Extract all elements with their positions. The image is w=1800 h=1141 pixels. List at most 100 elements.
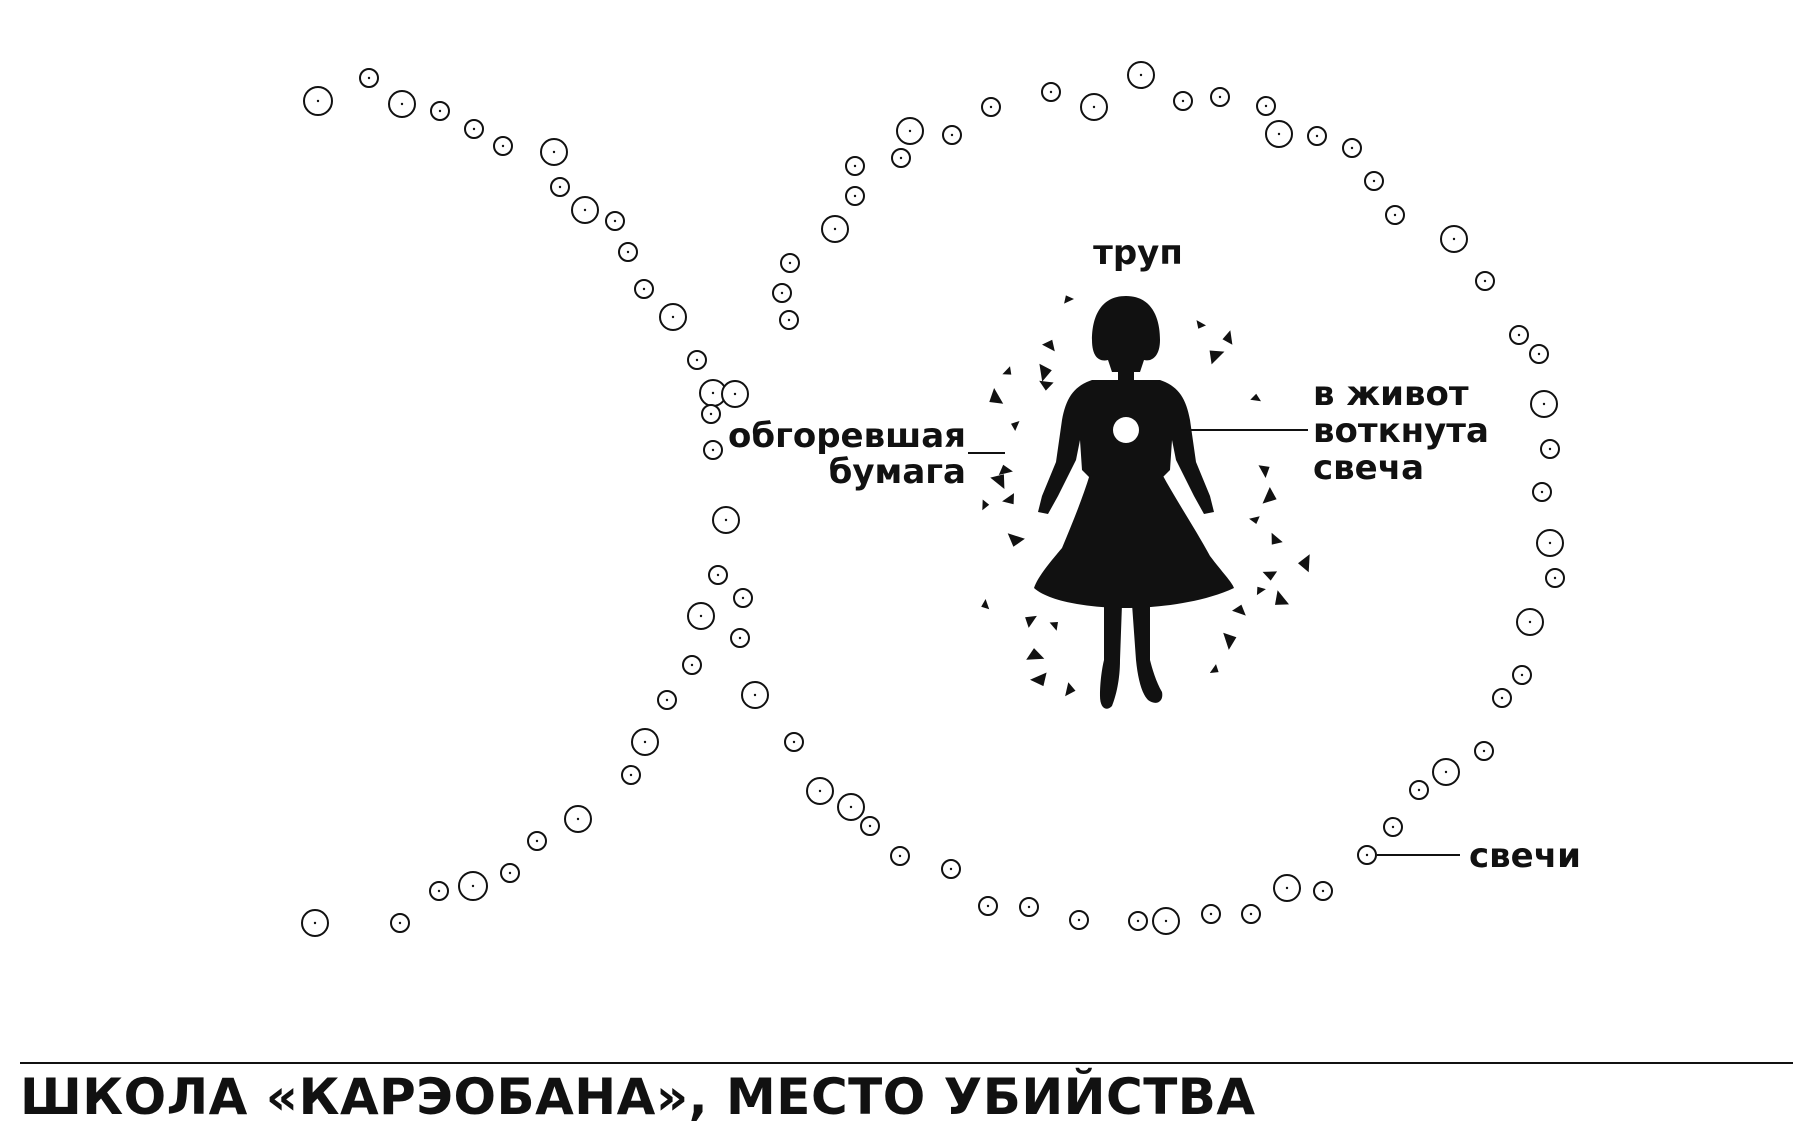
candle-wick-icon (868, 824, 872, 828)
belly-candle-icon (1113, 417, 1139, 443)
candle-wick-icon (1540, 490, 1544, 494)
candle-label-line3: свеча (1313, 448, 1424, 488)
candle-wick-icon (1218, 95, 1222, 99)
candle-wick-icon (1483, 279, 1487, 283)
candle-wick-icon (908, 129, 912, 133)
candles-label: свечи (1469, 836, 1581, 876)
candle-wick-icon (741, 596, 745, 600)
candle-wick-icon (665, 698, 669, 702)
paper-fragment-icon (1209, 350, 1225, 365)
caption-divider (20, 1062, 1793, 1064)
paper-fragment-icon (1271, 532, 1283, 545)
paper-fragment-icon (1025, 615, 1037, 628)
paper-fragment-icon (1042, 339, 1055, 352)
candle-wick-icon (313, 921, 317, 925)
candle-wick-icon (792, 740, 796, 744)
candle-wick-icon (711, 448, 715, 452)
candle-wick-icon (613, 219, 617, 223)
paper-label-line1: обгоревшая (728, 416, 966, 456)
candle-label-line2: воткнута (1313, 411, 1489, 451)
candle-wick-icon (849, 805, 853, 809)
candle-wick-icon (833, 227, 837, 231)
paper-fragment-icon (1196, 320, 1206, 329)
candle-wick-icon (437, 889, 441, 893)
candle-wick-icon (576, 817, 580, 821)
candle-wick-icon (1417, 788, 1421, 792)
diagram-caption: ШКОЛА «КАРЭОБАНА», МЕСТО УБИЙСТВА (20, 1068, 1256, 1126)
candle-wick-icon (1277, 132, 1281, 136)
candle-wick-icon (583, 208, 587, 212)
candle-wick-icon (471, 884, 475, 888)
paper-fragment-icon (1232, 604, 1246, 616)
candle-wick-icon (738, 636, 742, 640)
candle-wick-icon (716, 573, 720, 577)
candle-wick-icon (899, 156, 903, 160)
paper-fragment-icon (1007, 533, 1025, 547)
body-silhouette-icon (1034, 296, 1234, 709)
candle-wick-icon (989, 105, 993, 109)
paper-fragment-icon (1262, 571, 1278, 581)
candle-wick-icon (853, 194, 857, 198)
paper-fragment-icon (1223, 632, 1237, 650)
candle-wick-icon (1500, 696, 1504, 700)
candle-wick-icon (1315, 134, 1319, 138)
candle-wick-icon (986, 904, 990, 908)
paper-fragment-icon (981, 599, 990, 610)
candle-ring (301, 61, 1565, 937)
candle-wick-icon (1049, 90, 1053, 94)
candle-wick-icon (1027, 905, 1031, 909)
candle-wick-icon (398, 921, 402, 925)
candle-wick-icon (552, 150, 556, 154)
paper-fragment-icon (1222, 330, 1233, 345)
candle-wick-icon (438, 109, 442, 113)
candle-wick-icon (1321, 889, 1325, 893)
candle-wick-icon (1139, 73, 1143, 77)
candle-wick-icon (780, 291, 784, 295)
paper-fragment-icon (1011, 421, 1020, 431)
candle-wick-icon (1444, 770, 1448, 774)
candle-wick-icon (1249, 912, 1253, 916)
candle-wick-icon (472, 127, 476, 131)
candle-wick-icon (1181, 99, 1185, 103)
candle-wick-icon (626, 250, 630, 254)
candle-wick-icon (1542, 402, 1546, 406)
candle-wick-icon (1372, 179, 1376, 183)
candle-wick-icon (1264, 104, 1268, 108)
candle-wick-icon (1537, 352, 1541, 356)
paper-fragment-icon (990, 474, 1005, 489)
candle-wick-icon (501, 144, 505, 148)
candle-label-line1: в живот (1313, 374, 1469, 414)
paper-fragment-icon (1026, 648, 1045, 660)
candle-wick-icon (508, 871, 512, 875)
paper-fragment-icon (1049, 622, 1058, 631)
paper-fragment-icon (1258, 465, 1270, 478)
candle-wick-icon (709, 412, 713, 416)
paper-fragment-icon (1249, 516, 1260, 524)
burnt-paper-fragments (981, 295, 1310, 697)
paper-fragment-icon (1039, 380, 1054, 391)
candle-wick-icon (1517, 333, 1521, 337)
paper-fragment-icon (1002, 366, 1012, 375)
paper-fragment-icon (982, 499, 990, 511)
candle-wick-icon (1520, 673, 1524, 677)
candle-wick-icon (629, 773, 633, 777)
candle-wick-icon (1092, 105, 1096, 109)
candle-wick-icon (400, 102, 404, 106)
paper-fragment-icon (1030, 672, 1047, 687)
candle-wick-icon (753, 693, 757, 697)
paper-fragment-icon (1002, 493, 1014, 505)
candle-wick-icon (788, 261, 792, 265)
paper-fragment-icon (1065, 682, 1076, 697)
paper-fragment-icon (1275, 590, 1289, 605)
candle-wick-icon (671, 315, 675, 319)
candle-wick-icon (853, 164, 857, 168)
paper-fragment-icon (1256, 586, 1266, 596)
candle-wick-icon (733, 392, 737, 396)
candle-wick-icon (898, 854, 902, 858)
candle-wick-icon (690, 663, 694, 667)
paper-label-line2: бумага (829, 452, 966, 492)
candle-wick-icon (1452, 237, 1456, 241)
candle-wick-icon (316, 99, 320, 103)
